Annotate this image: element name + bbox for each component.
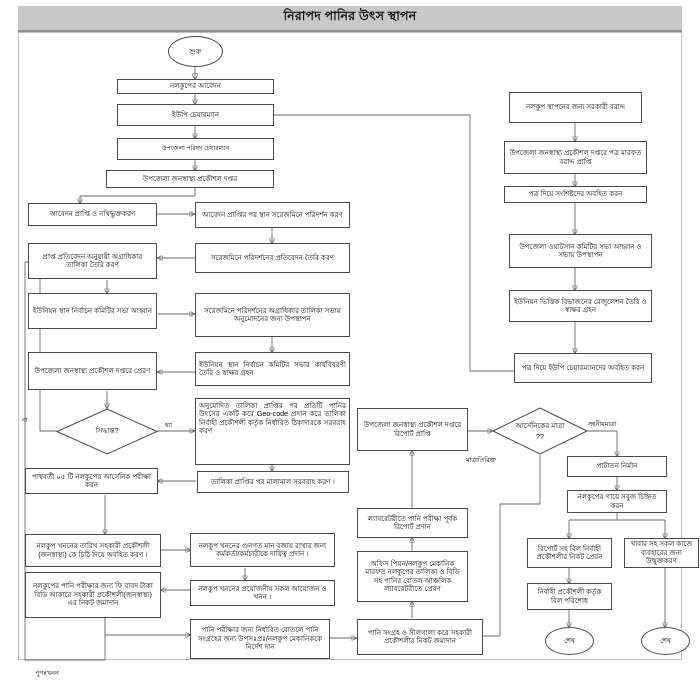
- node-inform-concerned: পত্র দিয়ে সংশিষ্টদের অবহিত করন: [504, 186, 647, 203]
- node-end-right: শেষ: [641, 627, 690, 655]
- node-collect-seal: পানি সংগ্রহ ও সীলগালা করে সহকারী প্রকৌশল…: [357, 619, 483, 655]
- node-union-committee-meeting: ইউনিয়ন স্থান নির্বাচন কমিটির সভা আহ্বান: [28, 293, 157, 329]
- node-up-chairman: ইউপি চেয়ারম্যান: [117, 104, 274, 126]
- node-end-right-label: শেষ: [660, 638, 671, 645]
- edge-label-arsenic-tolerable: সহনীয়মাত্রা: [588, 421, 617, 428]
- node-allocation-receipt: উপজেলা জনস্বাস্থ্য প্রকৌশল দপ্তরে পত্র ম…: [504, 141, 647, 174]
- node-govt-allocation-label: নলকুপ স্থাপনের জন্য সরকারী বরাদ্দ: [525, 103, 626, 112]
- node-geocode-label: অনুমোদিত তালিকা প্রাপ্তির পর প্রতিটি পান…: [199, 402, 346, 436]
- node-lab-report: ল্যাবরেটরীতে পানি পরীক্ষা পূর্বক রিপোর্ট…: [357, 508, 468, 538]
- node-union-regulation-label: ইউনিয়ন ভিত্তিক বিভাজনের রেজুলেশন তৈরি ও…: [514, 297, 647, 314]
- node-platform: পাটাতন নির্মান: [567, 456, 667, 477]
- node-decision: সিদ্ধান্ত?: [56, 408, 158, 455]
- node-green-mark: নলকুপের গায়ে সবুজ চিহ্নিত করন: [567, 490, 667, 513]
- node-meeting-minutes-label: ইউনিয়ন স্থান নির্বাচন কমিটির সভার কার্য…: [199, 360, 346, 377]
- node-watsan-meeting-label: উপজেলা ওয়াটসান কমিটির সভা আহ্বান ও সভায…: [519, 242, 642, 259]
- node-arsenic-level: আর্সেনিকের মাত্রা ??: [492, 407, 588, 455]
- node-dphe-office-label: উপজেলা জনস্বাস্থ্য প্রকৌশল দপ্তর: [142, 174, 238, 183]
- node-collect-seal-label: পানি সংগ্রহ ও সীলগালা করে সহকারী প্রকৌশল…: [367, 628, 473, 645]
- node-inform-ae-date: নলকুপ খননের তারিখ সহকারী প্রকৌশলী (জনস্ব…: [25, 534, 161, 567]
- footnote-reexcavation: পুণঃখনন: [35, 670, 59, 677]
- node-inform-ae-date-label: নলকুপ খননের তারিখ সহকারী প্রকৌশলী (জনস্ব…: [36, 542, 150, 559]
- node-union-committee-meeting-label: ইউনিয়ন স্থান নির্বাচন কমিটির সভা আহ্বান: [32, 306, 152, 315]
- node-send-to-dphe: উপজেলা জনস্বাস্থ্য প্রকৌশল দপ্তরে প্রেরণ: [28, 352, 157, 390]
- node-supply-materials-label: তালিকা প্রাপ্তির পর মালামাল সরবরাহ করণ ।: [211, 477, 335, 486]
- node-arsenic-test-5-label: পাশ্ববর্তী ০৫ টি নলকুপের আর্সেনিক পরীক্ষ…: [32, 472, 151, 489]
- node-site-report: সরেজমিনে পরিদর্শনের প্রতিবেদন তৈরি করণ: [195, 243, 350, 273]
- node-arrange-excavation: নলকুপ খননের প্রয়োজনীয় সকল আয়োজন ও খনন…: [190, 580, 335, 606]
- node-bill-to-xen: রিপোর্ট সহ বিল নির্বাহী প্রকৌশলীর নিকট প…: [527, 538, 612, 568]
- page-title: নিরাপদ পানির উৎস স্থাপন: [283, 9, 417, 23]
- node-govt-allocation: নলকুপ স্থাপনের জন্য সরকারী বরাদ্দ: [509, 92, 642, 123]
- node-arrange-excavation-label: নলকুপ খননের প্রয়োজনীয় সকল আয়োজন ও খনন…: [198, 584, 327, 601]
- node-priority-approval-label: সরেজমিনে পরিদর্শনের অগ্রাধিকার তালিকা সভ…: [204, 306, 341, 323]
- node-send-to-dphe-label: উপজেলা জনস্বাস্থ্য প্রকৌশল দপ্তরে প্রেরণ: [34, 366, 151, 375]
- node-dphe-receive-report-label: উপজেলা জনস্বাস্থ্য প্রকৌশল দপ্তরে রিপোর্…: [363, 421, 462, 438]
- node-quality-officer-label: নলকুপ খননের গুনগত মান বজায় রাখার জন্য ক…: [198, 541, 327, 558]
- node-priority-list-label: প্রাপ্ত প্রতিবেদন অনুযায়ী অগ্রাধিকার তা…: [42, 252, 143, 269]
- node-lab-report-label: ল্যাবরেটরীতে পানি পরীক্ষা পূর্বক রিপোর্ট…: [367, 514, 458, 531]
- node-arsenic-test-5: পাশ্ববর্তী ০৫ টি নলকুপের আর্সেনিক পরীক্ষ…: [25, 468, 158, 494]
- node-priority-approval: সরেজমিনে পরিদর্শনের অগ্রাধিকার তালিকা সভ…: [195, 293, 350, 337]
- node-bottle-instruction: পানি পরীক্ষার জন্য নির্ধারিত বোতলে পানি …: [190, 619, 330, 659]
- node-fee-deposit: নলকুপের পানি পরীক্ষার জন্য ফি বাবদ টাকা …: [25, 572, 161, 618]
- node-platform-label: পাটাতন নির্মান: [596, 462, 638, 471]
- edge-label-arsenic-excess: মাত্রাতিরিক্ত: [466, 457, 496, 464]
- node-send-to-lab-label: অফিস পিয়ন/নলকুপ মেকানিক মারফত নলকুপের ত…: [365, 559, 460, 593]
- node-open-for-use-label: খাবার সহ সকল কাজে ব্যবহারের জন্য উন্মুক্…: [630, 540, 693, 566]
- node-up-chairman-label: ইউপি চেয়ারম্যান: [171, 110, 220, 119]
- node-green-mark-label: নলকুপের গায়ে সবুজ চিহ্নিত করন: [577, 493, 657, 510]
- page-title-bar: নিরাপদ পানির উৎস স্থাপন: [18, 6, 682, 32]
- node-dphe-office: উপজেলা জনস্বাস্থ্য প্রকৌশল দপ্তর: [106, 170, 274, 188]
- node-start-label: শুরু: [189, 48, 202, 56]
- node-quality-officer: নলকুপ খননের গুনগত মান বজায় রাখার জন্য ক…: [190, 533, 335, 567]
- node-end-left: শেষ: [545, 627, 594, 655]
- node-receive-register: আবেদন প্রাপ্তি ও নথিভুক্তকরণ: [28, 203, 157, 226]
- node-geocode: অনুমোদিত তালিকা প্রাপ্তির পর প্রতিটি পান…: [195, 398, 350, 465]
- node-priority-list: প্রাপ্ত প্রতিবেদন অনুযায়ী অগ্রাধিকার তা…: [28, 243, 157, 279]
- diagram-frame: [18, 32, 682, 660]
- edge-label-decision-yes: হ্যা: [165, 422, 172, 429]
- node-end-left-label: শেষ: [564, 638, 575, 645]
- node-bill-to-xen-label: রিপোর্ট সহ বিল নির্বাহী প্রকৌশলীর নিকট প…: [536, 544, 603, 561]
- node-site-visit-label: আবেদন প্রাপ্তির পর স্থান সরেজমিনে পরিদর্…: [202, 210, 343, 219]
- node-watsan-meeting: উপজেলা ওয়াটসান কমিটির সভা আহ্বান ও সভায…: [509, 234, 652, 268]
- node-send-to-lab: অফিস পিয়ন/নলকুপ মেকানিক মারফত নলকুপের ত…: [357, 551, 468, 602]
- node-receive-register-label: আবেদন প্রাপ্তি ও নথিভুক্তকরণ: [49, 210, 136, 219]
- node-application: নলকুপের আবেদন: [117, 79, 274, 94]
- node-inform-up-chairman: পত্র দিয়ে ইউপি চেয়ারম্যানদের অবহিত করন: [514, 353, 652, 383]
- node-inform-concerned-label: পত্র দিয়ে সংশিষ্টদের অবহিত করন: [528, 190, 623, 199]
- node-meeting-minutes: ইউনিয়ন স্থান নির্বাচন কমিটির সভার কার্য…: [195, 352, 350, 386]
- node-inform-up-chairman-label: পত্র দিয়ে ইউপি চেয়ারম্যানদের অবহিত করন: [521, 363, 645, 372]
- node-allocation-receipt-label: উপজেলা জনস্বাস্থ্য প্রকৌশল দপ্তরে পত্র ম…: [509, 149, 642, 166]
- node-site-visit: আবেদন প্রাপ্তির পর স্থান সরেজমিনে পরিদর্…: [195, 202, 350, 228]
- node-bottle-instruction-label: পানি পরীক্ষার জন্য নির্ধারিত বোতলে পানি …: [197, 626, 323, 652]
- node-union-regulation: ইউনিয়ন ভিত্তিক বিভাজনের রেজুলেশন তৈরি ও…: [509, 290, 652, 322]
- node-open-for-use: খাবার সহ সকল কাজে ব্যবহারের জন্য উন্মুক্…: [624, 538, 699, 568]
- node-bill-paid-label: নির্বাহী প্রকৌশলী কর্তৃক বিল পরিশোধ: [537, 588, 602, 605]
- node-upazila-parishad-chairman-label: উপজেলা পরিষদ চেয়ারম্যান: [161, 145, 230, 153]
- node-dphe-receive-report: উপজেলা জনস্বাস্থ্য প্রকৌশল দপ্তরে রিপোর্…: [357, 408, 468, 451]
- node-start: শুরু: [168, 36, 223, 67]
- node-fee-deposit-label: নলকুপের পানি পরীক্ষার জন্য ফি বাবদ টাকা …: [33, 582, 153, 608]
- node-site-report-label: সরেজমিনে পরিদর্শনের প্রতিবেদন তৈরি করণ: [210, 253, 335, 262]
- edge-label-decision-no: না: [22, 417, 28, 424]
- node-bill-paid: নির্বাহী প্রকৌশলী কর্তৃক বিল পরিশোধ: [527, 583, 612, 610]
- node-supply-materials: তালিকা প্রাপ্তির পর মালামাল সরবরাহ করণ ।: [197, 471, 349, 493]
- node-application-label: নলকুপের আবেদন: [169, 82, 222, 91]
- node-upazila-parishad-chairman: উপজেলা পরিষদ চেয়ারম্যান: [117, 138, 274, 160]
